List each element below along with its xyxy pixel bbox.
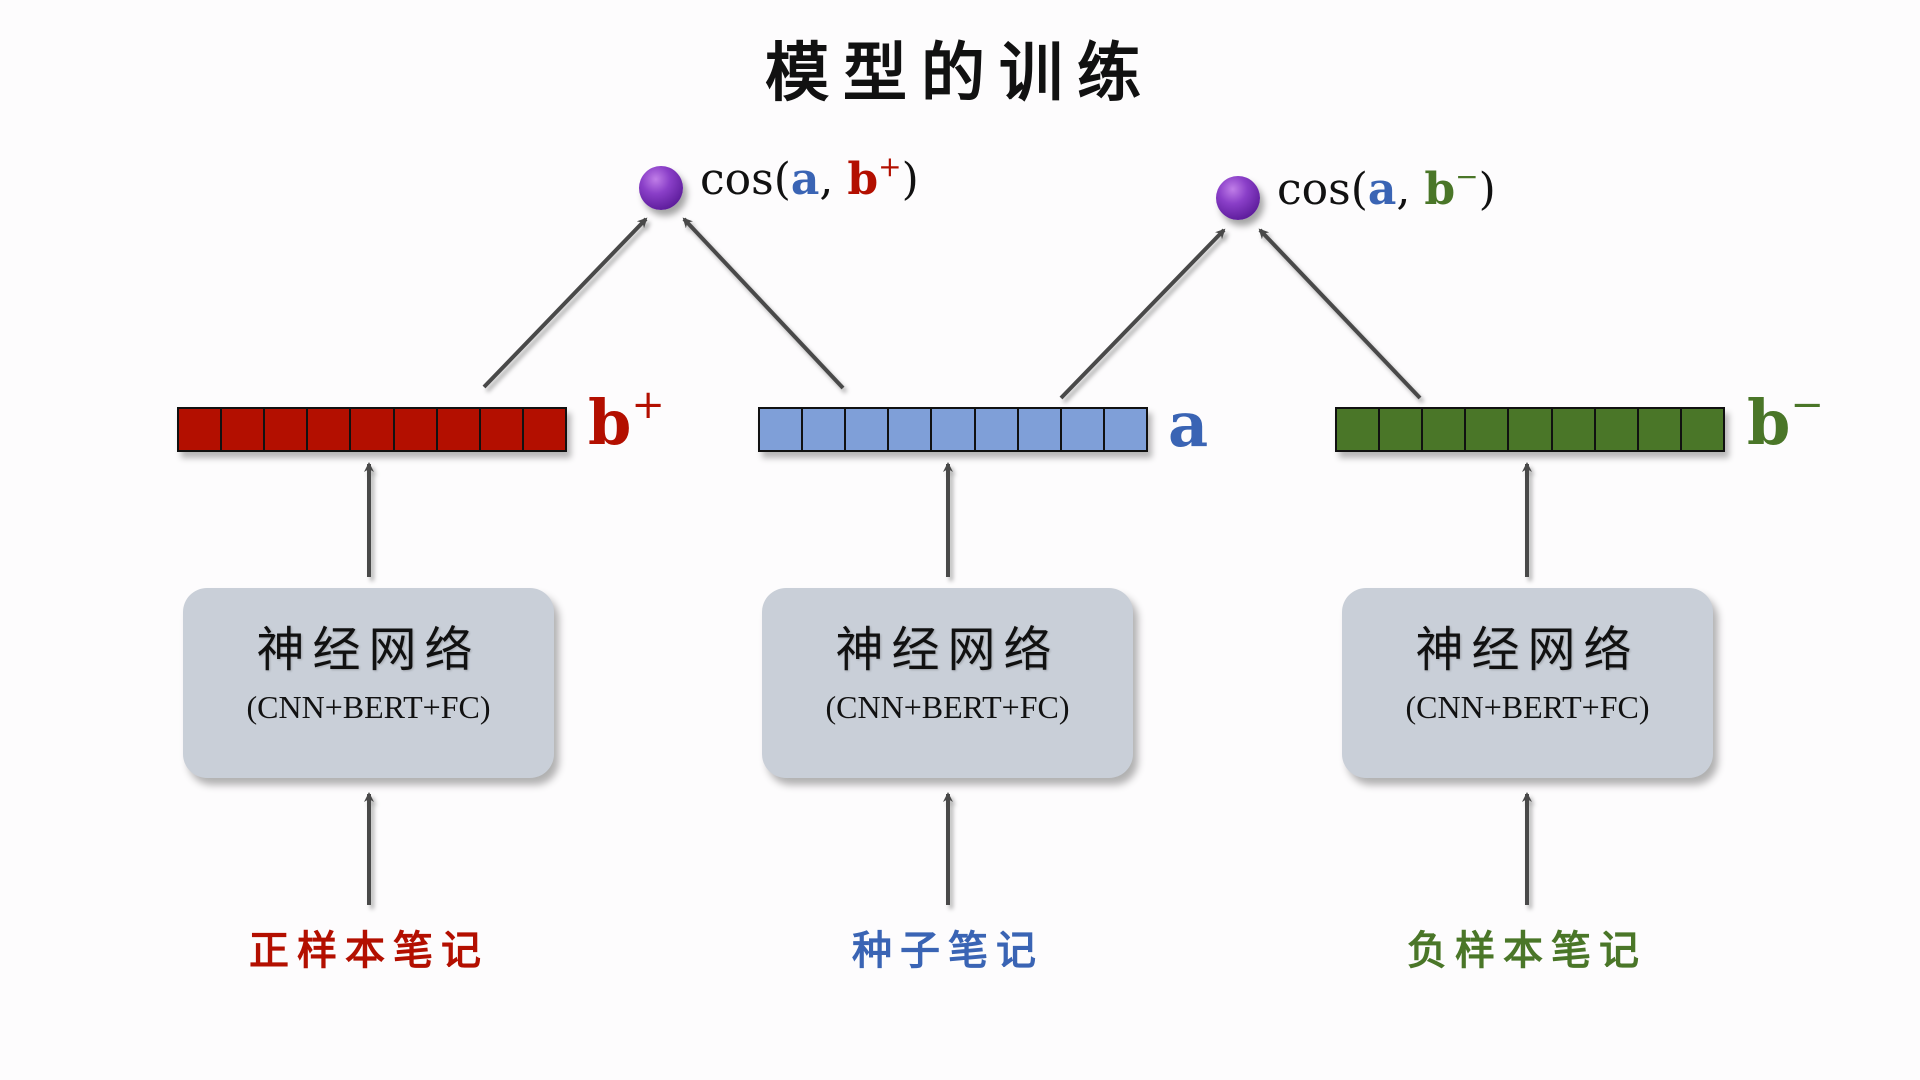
- vector-label-b-minus: b−: [1747, 382, 1824, 459]
- vector-cell: [222, 409, 266, 450]
- vector-cell: [1380, 409, 1424, 450]
- vector-cell: [438, 409, 481, 450]
- vector-cell: [351, 409, 395, 450]
- vector-cell: [1509, 409, 1553, 450]
- arrow-bminus-to-cos-neg: [1258, 228, 1422, 400]
- vector-cell: [481, 409, 524, 450]
- network-name: 神经网络: [256, 622, 481, 678]
- similarity-label-positive: cos(a, b+): [700, 150, 919, 205]
- vector-cell: [889, 409, 933, 450]
- network-box-negative: 神经网络 (CNN+BERT+FC): [1342, 588, 1713, 778]
- vector-cell: [179, 409, 223, 450]
- network-architecture: (CNN+BERT+FC): [1405, 688, 1650, 725]
- vector-cell: [1337, 409, 1381, 450]
- arrow-bplus-to-cos-pos: [482, 217, 648, 389]
- vector-cell: [1553, 409, 1596, 450]
- vector-label-a: a: [1168, 388, 1209, 461]
- network-architecture: (CNN+BERT+FC): [246, 688, 491, 725]
- input-label-negative: 负样本笔记: [1407, 928, 1647, 974]
- similarity-node-negative: [1216, 176, 1260, 220]
- vector-cell: [1596, 409, 1639, 450]
- vector-cell: [846, 409, 890, 450]
- similarity-label-negative: cos(a, b−): [1277, 160, 1496, 215]
- vector-cell: [308, 409, 352, 450]
- vector-label-b-plus: b+: [588, 382, 665, 459]
- vector-cell: [1423, 409, 1467, 450]
- network-architecture: (CNN+BERT+FC): [825, 688, 1070, 725]
- vector-b-plus: [177, 407, 567, 452]
- vector-cell: [265, 409, 309, 450]
- vector-cell: [1062, 409, 1105, 450]
- arrow-a-to-cos-pos: [682, 217, 845, 390]
- vector-cell: [760, 409, 804, 450]
- vector-cell: [1682, 409, 1723, 450]
- similarity-node-positive: [639, 166, 683, 210]
- vector-b-minus: [1335, 407, 1725, 452]
- page-title: 模型的训练: [765, 37, 1155, 111]
- network-box-seed: 神经网络 (CNN+BERT+FC): [762, 588, 1133, 778]
- vector-cell: [395, 409, 438, 450]
- input-label-positive: 正样本笔记: [249, 928, 489, 974]
- vector-a: [758, 407, 1148, 452]
- input-label-seed: 种子笔记: [852, 928, 1044, 974]
- network-name: 神经网络: [835, 622, 1060, 678]
- vector-cell: [803, 409, 847, 450]
- arrow-a-to-cos-neg: [1059, 228, 1226, 400]
- vector-cell: [976, 409, 1019, 450]
- network-name: 神经网络: [1415, 622, 1640, 678]
- vector-cell: [1105, 409, 1146, 450]
- vector-cell: [932, 409, 976, 450]
- vector-cell: [1019, 409, 1062, 450]
- network-box-positive: 神经网络 (CNN+BERT+FC): [183, 588, 554, 778]
- vector-cell: [1639, 409, 1682, 450]
- vector-cell: [1466, 409, 1510, 450]
- vector-cell: [524, 409, 565, 450]
